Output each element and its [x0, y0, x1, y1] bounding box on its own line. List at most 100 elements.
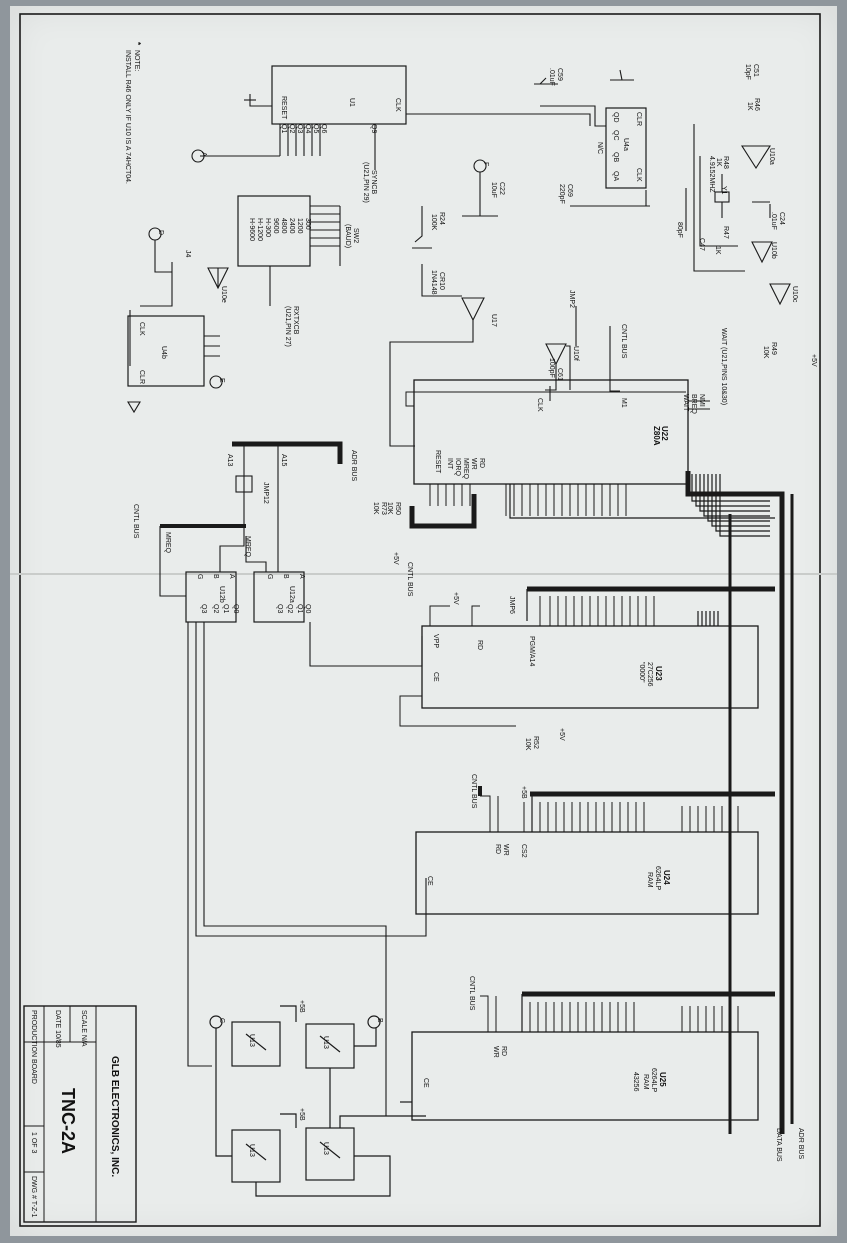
- title-scale: SCALE N/A: [80, 1010, 87, 1047]
- jmp12-label: JMP12: [262, 482, 269, 504]
- c47-label: C47: [698, 238, 705, 251]
- u25-ce: CE: [422, 1078, 429, 1088]
- plus5v-r50: +5V: [392, 552, 399, 565]
- u12b-q2: Q2: [212, 604, 219, 613]
- sw2-rate-2: 2400: [288, 218, 295, 234]
- cntl-bus-bundle: [409, 494, 477, 529]
- r48-value: 1K: [715, 158, 722, 167]
- offpage-c: C: [218, 1018, 225, 1023]
- u25-rd: RD: [500, 1046, 507, 1056]
- c51-label: C51: [752, 64, 759, 77]
- j4-label: J4: [184, 250, 191, 258]
- u22-wait: WAIT: [682, 394, 689, 412]
- u24-ce: CE: [426, 876, 433, 886]
- y1-label: Y1: [720, 186, 727, 195]
- cr10-label: CR10: [438, 272, 445, 290]
- syncb-note: (U21,PIN 29): [362, 162, 369, 203]
- u25-pins: [480, 995, 739, 1032]
- u23-label: U23: [654, 666, 663, 681]
- u24-type: RAM: [646, 872, 653, 888]
- sw2-rate-1: 1200: [296, 218, 303, 234]
- u12a-b: B: [282, 574, 289, 579]
- r47-value: 1K: [714, 246, 721, 255]
- u13-label-3: U13: [322, 1142, 329, 1155]
- u1-q2: Q2: [288, 124, 295, 133]
- offpage-f: F: [482, 162, 489, 166]
- u12b-a: A: [228, 574, 235, 579]
- title-product: TNC-2A: [58, 1088, 78, 1154]
- u25-wr: WR: [492, 1046, 499, 1058]
- u22-int: INT: [446, 458, 453, 470]
- offpage-b: B: [376, 1018, 383, 1023]
- u4a-qc: QC: [612, 130, 619, 141]
- u25-label: U25: [658, 1072, 667, 1087]
- u23-rd: RD: [476, 640, 483, 650]
- u4b-label: U4b: [160, 346, 167, 359]
- note-line1: NOTE:: [133, 50, 140, 71]
- u25-type: RAM: [642, 1074, 649, 1090]
- u1-clk: CLK: [394, 98, 401, 112]
- jmp2-label: JMP2: [568, 290, 575, 308]
- u24-cs2: CS2: [520, 844, 527, 858]
- u23-pgm: PGM/A14: [528, 636, 535, 666]
- sw2-rate-7: H-9600: [248, 218, 255, 241]
- c59-label: C59: [556, 68, 563, 81]
- u22-breq: BREQ: [690, 394, 697, 414]
- u12b-b: B: [212, 574, 219, 579]
- sw2-label: SW2: [352, 228, 359, 243]
- u4a-qa: QA: [612, 171, 619, 181]
- cntl-bus-label-5: CNTL BUS: [468, 976, 475, 1011]
- u4a-qd: QD: [612, 112, 619, 123]
- u22-iorq: IORQ: [454, 458, 461, 476]
- u23-vpp: VPP: [432, 634, 439, 648]
- mreq-label-1: MREQ: [164, 532, 171, 554]
- c24-label: C24: [778, 212, 785, 225]
- sw2-rate-5: H-300: [264, 218, 271, 237]
- offpage-d: D: [157, 230, 164, 235]
- u13-switches: [209, 1005, 426, 1197]
- u4b-wiring: [127, 335, 220, 414]
- u22-reset: RESET: [434, 450, 441, 474]
- address-taps: [509, 484, 775, 1032]
- u24-part: 6264LP: [654, 866, 661, 890]
- schematic-sheet: ADR BUS DATA BUS * NOTE: INSTALL R46 ONL…: [10, 6, 837, 1236]
- u22-mreq: MREQ: [462, 458, 469, 480]
- title-block: [23, 1005, 137, 1223]
- c24-value: .01uF: [770, 212, 777, 230]
- u13-label-1: U13: [322, 1036, 329, 1049]
- adr-bus-label-right: ADR BUS: [797, 1128, 804, 1159]
- u4a-label: U4a: [622, 138, 629, 151]
- u12b-q0: Q0: [232, 604, 239, 613]
- c51-value: 10pF: [744, 64, 751, 80]
- sw2-rate-4: 9600: [272, 218, 279, 234]
- u10a-label: U10a: [768, 148, 775, 165]
- u10e-label: U10e: [220, 286, 227, 303]
- u1-q3: Q3: [296, 124, 303, 133]
- title-board: PRODUCTION BOARD: [30, 1010, 37, 1084]
- sw2-rate-6: H-1200: [256, 218, 263, 241]
- u13-label-2: U13: [248, 1034, 255, 1047]
- jmp12-box: [235, 475, 253, 493]
- plus5v-r52: +5V: [558, 728, 565, 741]
- u12b-box: [185, 571, 237, 623]
- u1-q4: Q4: [304, 124, 311, 133]
- title-dwg: DWG # T-Z-1: [30, 1176, 37, 1218]
- schematic-drawing: ADR BUS DATA BUS * NOTE: INSTALL R46 ONL…: [10, 13, 837, 1227]
- u22-wait-note: WAIT (U21,PINS 10&30): [720, 328, 727, 405]
- adr-bus-left: [232, 441, 343, 464]
- r24-value: 100K: [430, 214, 437, 231]
- u22-label: U22: [660, 426, 669, 441]
- u24-rd: RD: [494, 844, 501, 854]
- u4a-nc: N/C: [596, 142, 603, 154]
- title-sheet: 1 OF 3: [30, 1132, 37, 1154]
- r49-value: 10K: [762, 346, 769, 359]
- adr-bus-label-left: ADR BUS: [350, 450, 357, 481]
- u4b-box: [127, 315, 205, 387]
- u22-wr: WR: [470, 458, 477, 470]
- r24-label: R24: [438, 212, 445, 225]
- c47-value: 80pF: [676, 222, 683, 238]
- u4a-box: [605, 107, 647, 189]
- note-asterisk: *: [133, 42, 142, 46]
- u12a-q0: Q0: [304, 604, 311, 613]
- a13-label: A13: [226, 454, 233, 467]
